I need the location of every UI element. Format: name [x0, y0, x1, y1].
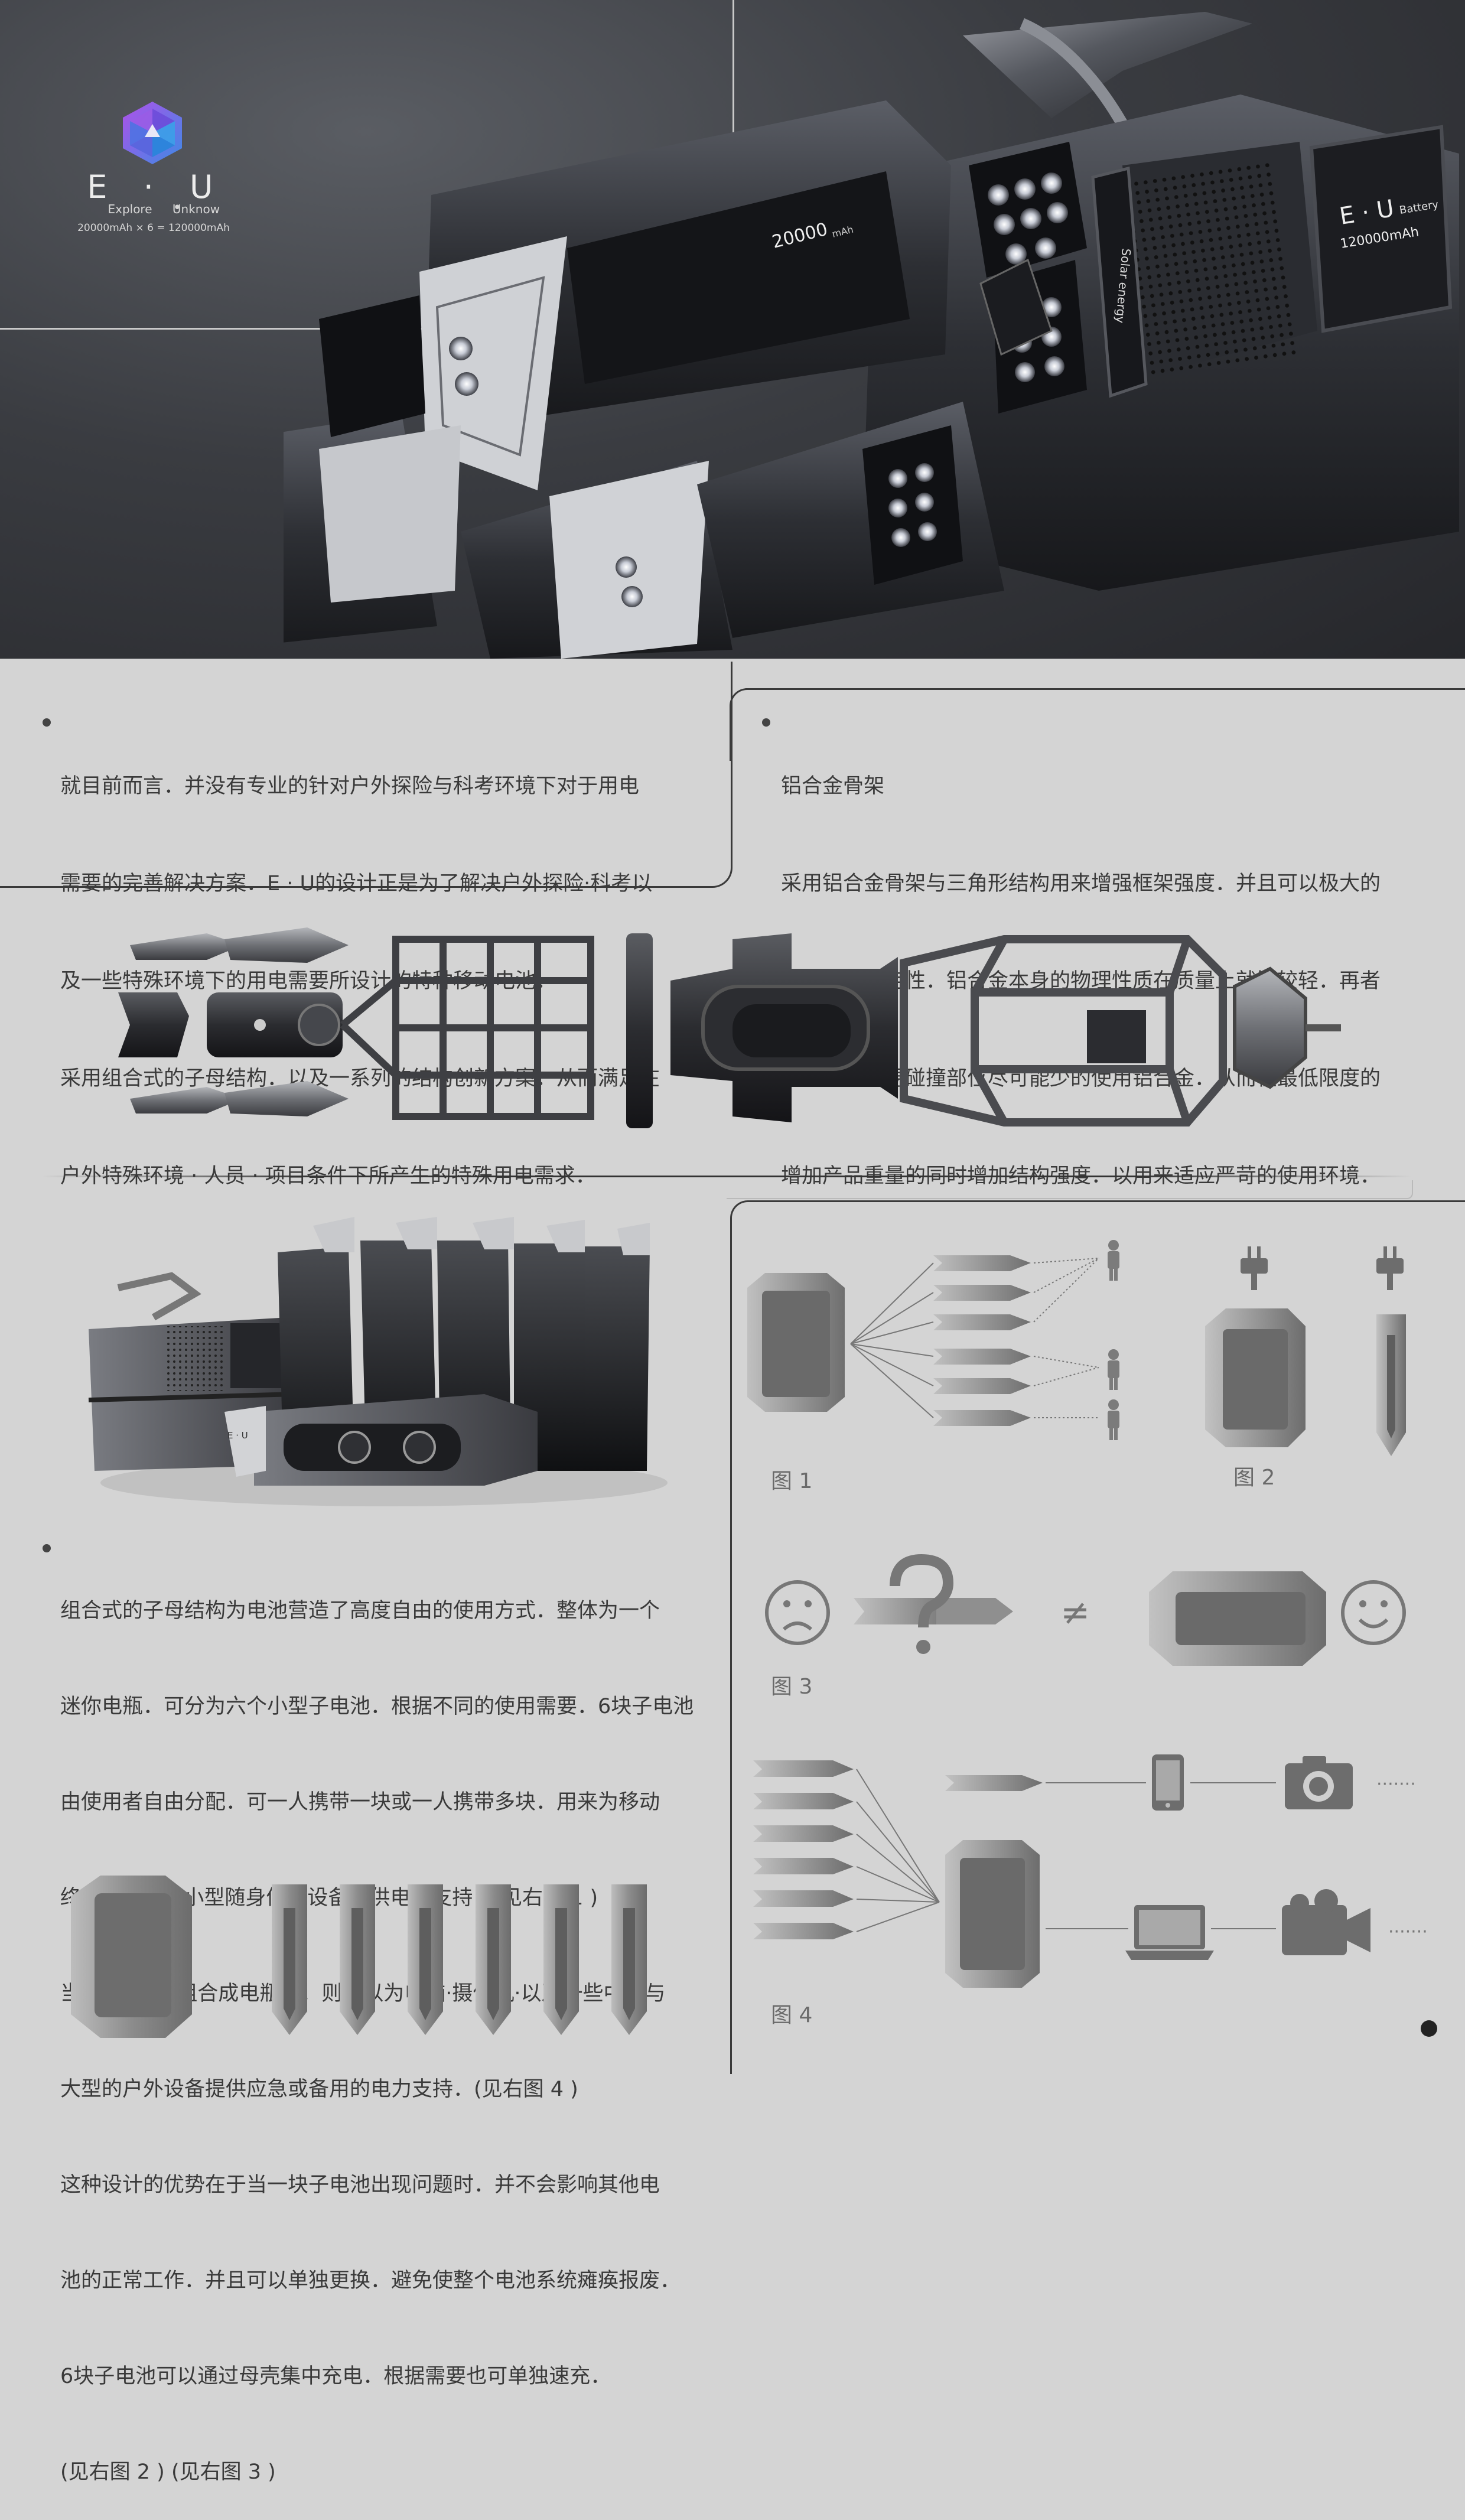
frame-line: 采用铝合金骨架与三角形结构用来增强框架强度．并且可以极大的: [781, 872, 1381, 896]
intro-line: 就目前而言．并没有专业的针对户外探险与科考环境下对于用电: [60, 774, 640, 798]
intro-frame-line: [0, 662, 732, 888]
bullet-icon: [43, 1544, 51, 1552]
bullet-icon: [43, 718, 51, 727]
combo-badge: E · U: [227, 1430, 248, 1441]
broken-battery-icon: [854, 1554, 1013, 1654]
hero-render: E · U Explore • Unknow 20000mAh × 6 = 12…: [0, 0, 1465, 659]
exploded-view-render: [118, 927, 1341, 1128]
person-icons: [1108, 1240, 1119, 1440]
combo-line: 池的正常工作．并且可以单独更换．避免使整个电池系统瘫痪报废．: [60, 2269, 681, 2293]
plug-icon: [1241, 1246, 1268, 1290]
page-marker-dot: [1421, 2020, 1437, 2037]
bullet-icon: [762, 718, 770, 727]
child-battery-icon: [1376, 1314, 1406, 1456]
combo-line: 迷你电瓶．可分为六个小型子电池．根据不同的使用需要．6块子电池: [60, 1695, 694, 1718]
plug-icon: [1376, 1246, 1404, 1290]
frame-section-corner-line: [730, 688, 748, 761]
happy-face-icon: [1341, 1580, 1406, 1645]
phone-icon: [1152, 1754, 1184, 1811]
logo-title: E · U: [87, 168, 226, 206]
mother-battery-icon: [1205, 1308, 1306, 1447]
child-battery-icons: [933, 1255, 1031, 1426]
mother-battery-icon: [71, 1876, 192, 2038]
figure-4-diagram: ······· ·······: [753, 1754, 1428, 1988]
figure-2-caption: 图 2: [1233, 1466, 1275, 1490]
video-camera-icon: [1282, 1889, 1370, 1955]
combo-line: 6块子电池可以通过母壳集中充电．根据需要也可单独速充．: [60, 2365, 611, 2388]
intro-paragraph: 就目前而言．并没有专业的针对户外探险与科考环境下对于用电 需要的完善解决方案．E…: [60, 705, 660, 1225]
logo-dot: •: [172, 199, 182, 217]
figure-3-diagram: ≠: [765, 1554, 1406, 1666]
child-battery-icons: [272, 1884, 647, 2035]
figure-1-caption: 图 1: [771, 1469, 813, 1493]
section-divider-shadow: [727, 1180, 1413, 1199]
combo-line: 由使用者自由分配．可一人携带一块或一人携带多块．用来为移动: [60, 1790, 660, 1814]
combo-line: (见右图 2 ) (见右图 3 ): [60, 2460, 276, 2484]
eu-logo-icon: [123, 102, 182, 164]
sad-face-icon: [765, 1580, 830, 1645]
more-devices-ellipsis: ·······: [1376, 1774, 1416, 1795]
logo-capacity-formula: 20000mAh × 6 = 120000mAh: [77, 222, 230, 234]
child-battery-icon: [945, 1775, 1043, 1791]
intro-line: 需要的完善解决方案．E · U的设计正是为了解决户外探险·科考以: [60, 872, 653, 896]
logo-subtitle-explore: Explore: [108, 202, 152, 216]
figure-4-caption: 图 4: [771, 2003, 813, 2027]
combo-line: 组合式的子母结构为电池营造了高度自由的使用方式．整体为一个: [60, 1599, 660, 1623]
mother-battery-icon: [945, 1840, 1040, 1988]
frame-section-top-line: [745, 688, 1465, 690]
battery-product-render: E · U Battery 120000mAh Solar energy 200…: [284, 12, 1459, 659]
mother-battery-icon: [747, 1273, 845, 1412]
figure-3-caption: 图 3: [771, 1675, 813, 1699]
camera-icon: [1285, 1756, 1353, 1809]
mother-battery-icon: [1149, 1571, 1326, 1666]
figure-2-diagram: [1205, 1246, 1406, 1456]
laptop-icon: [1125, 1905, 1214, 1960]
child-battery-icons: [753, 1760, 854, 1939]
more-devices-ellipsis: ·······: [1388, 1922, 1428, 1942]
combo-line: 这种设计的优势在于当一块子电池出现问题时．并不会影响其他电: [60, 2173, 660, 2197]
combo-product-render: E · U: [88, 1217, 668, 1506]
frame-heading: 铝合金骨架: [781, 774, 885, 798]
combo-line: 大型的户外设备提供应急或备用的电力支持．(见右图 4 ): [60, 2078, 578, 2101]
not-equal-symbol: ≠: [1060, 1592, 1090, 1633]
logo-subtitle-unknow: Unknow: [172, 202, 220, 216]
battery-icon-row: [71, 1876, 647, 2038]
diagram-frame-line: [730, 1200, 1465, 2074]
figure-1-diagram: [747, 1240, 1119, 1440]
section-divider-line: [41, 1176, 1412, 1177]
